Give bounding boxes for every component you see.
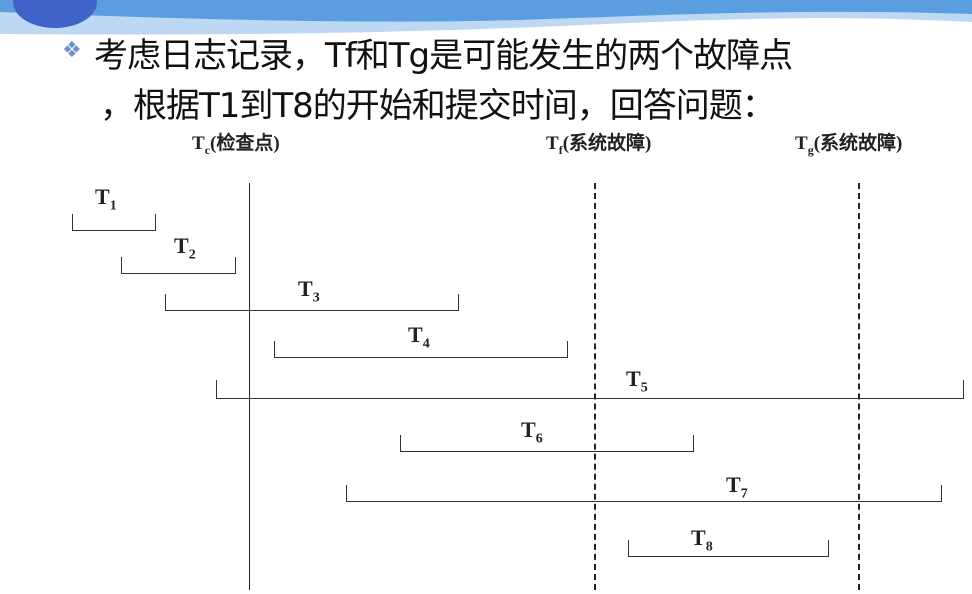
failure-g-label: Tg(系统故障) xyxy=(795,133,903,157)
header-wave-decoration xyxy=(0,0,972,35)
checkpoint-label: Tc(检查点) xyxy=(192,133,280,157)
t4-span xyxy=(274,341,568,358)
t2-span xyxy=(121,257,236,274)
t7-label: T7 xyxy=(726,472,748,502)
t7-span xyxy=(346,485,942,502)
t6-span xyxy=(400,435,694,452)
t2-label: T2 xyxy=(174,233,196,263)
t1-span xyxy=(72,214,156,231)
t1-label: T1 xyxy=(95,184,117,214)
t6-label: T6 xyxy=(521,417,543,447)
t8-span xyxy=(628,540,829,557)
t8-label: T8 xyxy=(691,525,713,555)
failure-g-line xyxy=(858,183,860,590)
t3-span xyxy=(165,294,459,311)
slide-title-line-2: ，根据T1到T8的开始和提交时间，回答问题： xyxy=(100,86,776,126)
t4-label: T4 xyxy=(408,322,430,352)
circle-decoration xyxy=(13,0,97,28)
t3-label: T3 xyxy=(298,276,320,306)
t5-span xyxy=(216,380,964,399)
diamond-bullet-icon: ❖ xyxy=(62,38,82,63)
t5-label: T5 xyxy=(626,366,648,396)
failure-f-label: Tf(系统故障) xyxy=(546,133,652,157)
checkpoint-line xyxy=(249,183,250,590)
slide-title-line-1: 考虑日志记录，Tf和Tg是可能发生的两个故障点 xyxy=(94,36,793,76)
failure-f-line xyxy=(594,183,596,590)
